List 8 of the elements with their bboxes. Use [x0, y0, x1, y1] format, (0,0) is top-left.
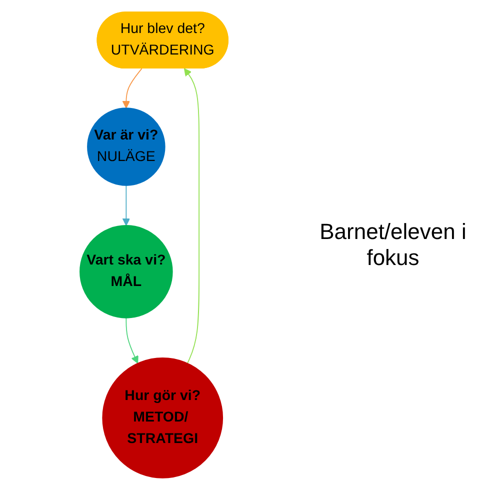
arrow: [122, 184, 130, 226]
arrow: [122, 68, 142, 108]
arrow: [126, 316, 138, 364]
arrow: [184, 68, 200, 364]
node-circle: Var är vi? NULÄGE: [87, 107, 166, 186]
center-label: Barnet/eleven i fokus: [318, 218, 468, 270]
node-circle: Hur gör vi? METOD/ STRATEGI: [102, 356, 224, 478]
node-circle: Vart ska vi? MÅL: [80, 224, 173, 318]
